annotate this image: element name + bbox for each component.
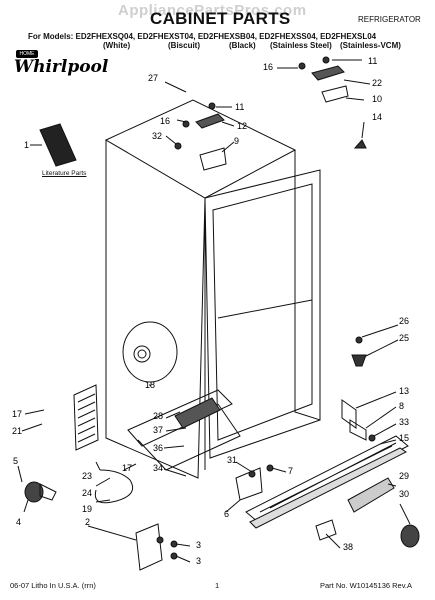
footer-litho: 06-07 Litho In U.S.A. (rrn): [10, 581, 96, 590]
top-hinge-cover: [195, 113, 225, 129]
cabinet-front-right: [294, 150, 321, 421]
callout-24: 24: [82, 488, 93, 498]
callout-18: 18: [145, 380, 156, 390]
callout-16-top: 16: [263, 62, 274, 72]
literature-booklet: [39, 123, 77, 167]
callout-14: 14: [372, 112, 383, 122]
footer-page-number: 1: [215, 581, 220, 590]
callout-25: 25: [399, 333, 410, 343]
callout-10: 10: [372, 94, 383, 104]
variant-biscuit: (Biscuit): [168, 41, 200, 50]
hinge-plate: [199, 147, 227, 171]
callout-21: 21: [12, 426, 23, 436]
callout-26: 26: [399, 316, 410, 326]
top-hinge-cover-right: [311, 65, 345, 81]
callout-38: 38: [343, 542, 354, 552]
category-label: REFRIGERATOR: [358, 15, 421, 24]
callout-22: 22: [372, 78, 383, 88]
watermark: AppliancePartsPros.com: [118, 2, 307, 19]
cabinet-left-side: [105, 140, 206, 479]
callout-5: 5: [13, 456, 19, 466]
brand-logo: HOME Whirlpool: [10, 47, 108, 81]
callout-28: 28: [153, 411, 164, 421]
callout-16: 16: [160, 116, 171, 126]
drain-trough: [127, 389, 233, 447]
callout-11: 11: [235, 102, 245, 112]
callout-32: 32: [152, 131, 163, 141]
toe-grille: [245, 435, 409, 523]
callout-1: 1: [24, 140, 30, 150]
page-title: CABINET PARTS: [150, 9, 291, 28]
callout-3-lower: 3: [196, 556, 202, 566]
callout-2: 2: [85, 517, 91, 527]
callout-23: 23: [82, 471, 93, 481]
callout-17-left: 17: [12, 409, 23, 419]
callout-34: 34: [153, 463, 164, 473]
variant-stainless-vcm: (Stainless-VCM): [340, 41, 401, 50]
footer-part-number: Part No. W10145136 Rev.A: [320, 581, 412, 590]
detail-bubble: [122, 321, 178, 383]
models-line: For Models: ED2FHEXSQ04, ED2FHEXST04, ED…: [28, 32, 377, 41]
cabinet-inner-liner: [212, 183, 313, 441]
callout-29: 29: [399, 471, 410, 481]
callout-19: 19: [82, 504, 93, 514]
callout-12: 12: [237, 121, 248, 131]
water-tube: [94, 469, 134, 504]
callout-30: 30: [399, 489, 410, 499]
cabinet-front-frame: [204, 169, 321, 459]
bottom-hinge: [135, 523, 163, 571]
literature-label: Literature Parts: [42, 170, 87, 177]
callout-8: 8: [399, 401, 405, 411]
variant-black: (Black): [229, 41, 256, 50]
callout-7: 7: [288, 466, 294, 476]
logo-text: Whirlpool: [14, 57, 109, 77]
roller-rod: [347, 477, 395, 513]
callout-33: 33: [399, 417, 410, 427]
callout-31: 31: [227, 455, 238, 465]
caster-wheel: [24, 481, 44, 503]
callout-11-top: 11: [368, 56, 378, 66]
callout-6: 6: [224, 509, 230, 519]
callout-13: 13: [399, 386, 410, 396]
vent-grille: [73, 384, 99, 451]
variant-white: (White): [103, 41, 131, 50]
callout-17-mid: 17: [122, 463, 133, 473]
callout-4: 4: [16, 517, 22, 527]
callout-15: 15: [399, 433, 410, 443]
callout-37: 37: [153, 425, 164, 435]
callout-3-upper: 3: [196, 540, 202, 550]
leveling-foot: [351, 354, 367, 367]
logo-badge: HOME: [16, 50, 38, 58]
callout-9: 9: [234, 136, 240, 146]
callout-27: 27: [148, 73, 159, 83]
variant-stainless: (Stainless Steel): [270, 41, 332, 50]
callout-36: 36: [153, 443, 164, 453]
